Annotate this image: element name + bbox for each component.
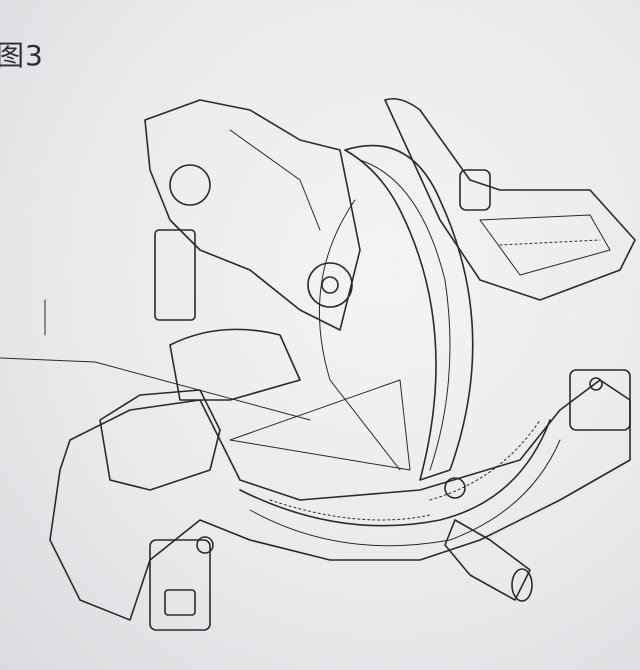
bevel-lock-knob [444,519,533,602]
fence [99,328,301,491]
blade-guard [229,144,474,481]
base-table [49,369,631,631]
figure-label: 图3 [0,39,44,72]
handle [384,97,636,301]
motor-arm [144,99,361,331]
leader-lines [0,299,311,421]
